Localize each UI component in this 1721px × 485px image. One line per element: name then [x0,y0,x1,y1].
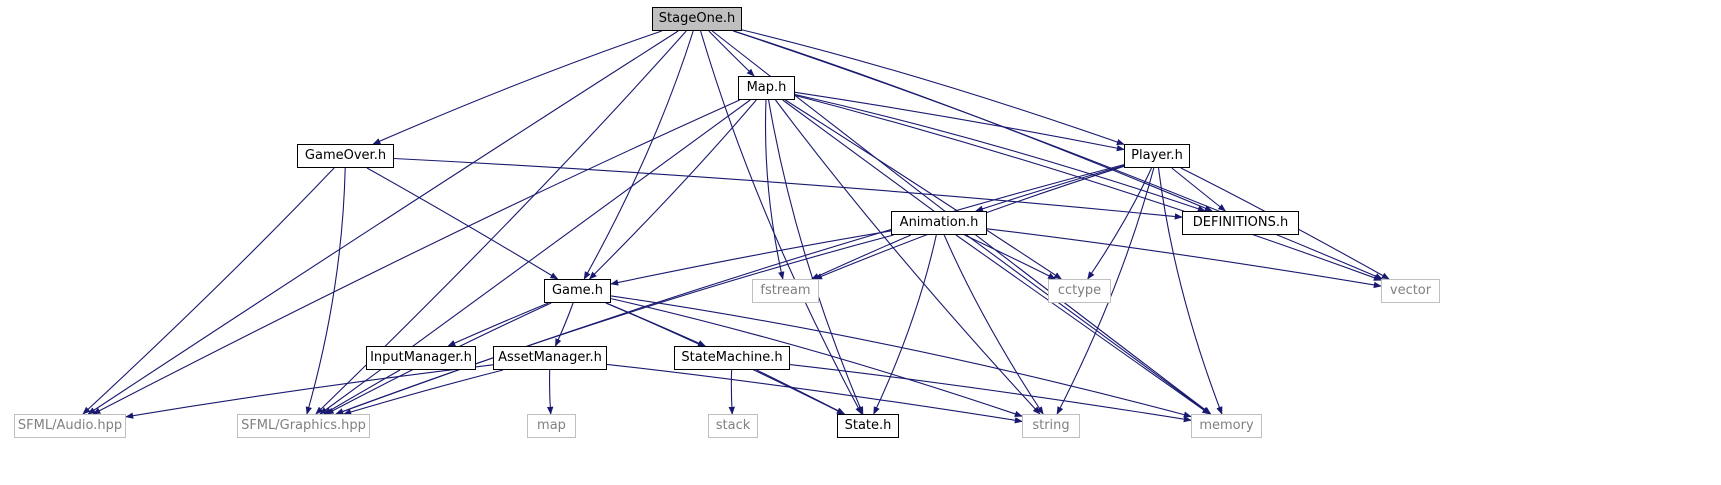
edge-assetmanager-to-sfmlaudio [125,364,494,419]
edge-animation-to-vector [986,228,1382,289]
dependency-edges [82,29,1390,424]
edge-statemachine-to-state [756,369,846,415]
edge-map-to-sfmlaudio [92,99,740,415]
edge-animation-to-fstream [810,234,912,280]
node-sfmlgraphics: SFML/Graphics.hpp [237,414,370,438]
node-statemachine[interactable]: StateMachine.h [674,346,790,370]
node-stageone[interactable]: StageOne.h [652,7,742,31]
node-memory: memory [1191,414,1262,438]
node-sfmlaudio: SFML/Audio.hpp [14,414,126,438]
edge-game-to-inputmanager [447,302,549,347]
edge-animation-to-string [943,234,1044,415]
edge-assetmanager-to-string [606,363,1023,424]
node-animation[interactable]: Animation.h [891,211,987,235]
edge-animation-to-sfmlgraphics [335,234,894,415]
node-string: string [1022,414,1080,438]
edge-stageone-to-player [741,29,1125,146]
edge-player-to-string [1056,167,1155,415]
edge-gameover-to-sfmlaudio [82,167,335,415]
edge-player-to-memory [1157,167,1223,415]
node-definitions[interactable]: DEFINITIONS.h [1182,211,1299,235]
node-player[interactable]: Player.h [1124,144,1190,168]
node-map[interactable]: Map.h [738,76,795,100]
edge-player-to-definitions [1171,167,1227,212]
node-cctype: cctype [1048,279,1111,303]
edge-statemachine-to-stack [728,369,735,415]
edge-player-to-animation [975,164,1125,212]
node-game[interactable]: Game.h [544,279,611,303]
node-fstream: fstream [752,279,819,303]
edge-stageone-to-map [708,30,755,77]
edge-map-to-fstream [764,99,785,280]
edge-animation-to-game [610,230,892,286]
edge-player-to-cctype [1087,167,1152,280]
edge-map-to-player [794,91,1125,152]
edge-stageone-to-sfmlaudio [87,30,679,415]
edge-gameover-to-game [366,167,559,280]
edge-game-to-assetmanager [554,302,574,347]
node-map_std: map [527,414,576,438]
edge-stageone-to-gameover [372,30,662,145]
edge-map-to-definitions [794,93,1206,212]
node-vector: vector [1381,279,1440,303]
edge-assetmanager-to-sfmlgraphics [343,369,504,416]
edge-assetmanager-to-map_std [546,369,554,415]
edge-map-to-vector [794,94,1382,281]
node-gameover[interactable]: GameOver.h [297,144,394,168]
edge-animation-to-memory [955,234,1211,415]
edge-stageone-to-vector [733,30,1384,280]
edge-inputmanager-to-sfmlgraphics [323,369,401,415]
edge-stageone-to-game [583,30,694,280]
edge-animation-to-cctype [964,234,1057,280]
edge-stageone-to-state [700,30,863,415]
edge-gameover-to-definitions [393,157,1183,220]
edge-animation-to-state [873,234,937,415]
edge-map-to-cctype [785,99,1062,280]
node-state[interactable]: State.h [837,414,899,438]
edge-game-to-memory [610,295,1192,418]
node-stack: stack [708,414,758,438]
edge-map-to-memory [782,99,1211,415]
edge-game-to-string [610,298,1023,417]
node-assetmanager[interactable]: AssetManager.h [493,346,607,370]
node-inputmanager[interactable]: InputManager.h [366,346,476,370]
edge-statemachine-to-memory [789,364,1192,423]
edge-map-to-game [588,99,757,280]
edge-gameover-to-sfmlgraphics [305,167,346,415]
